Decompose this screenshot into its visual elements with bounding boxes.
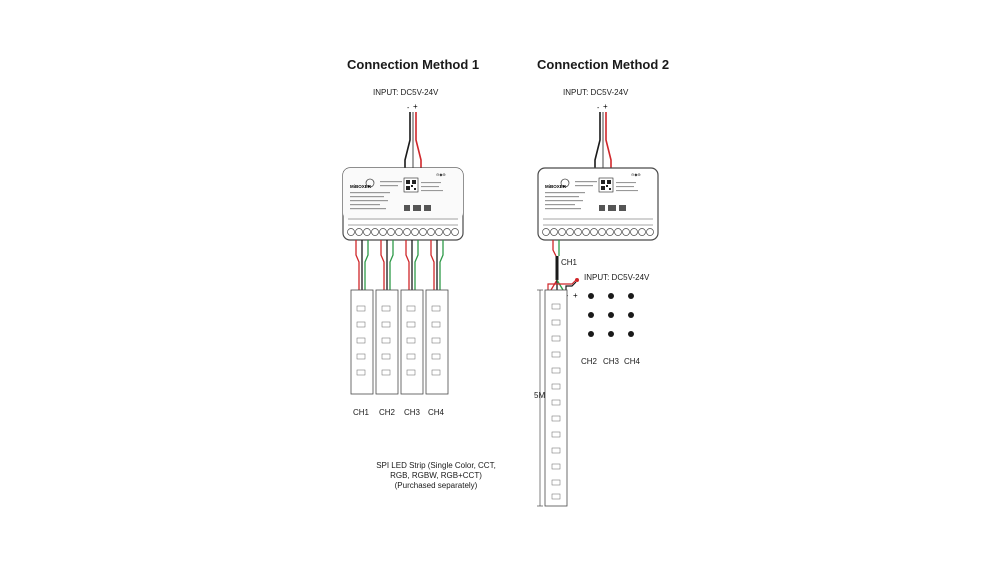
- method2-strip-leds: [551, 303, 561, 500]
- method2-power-wires: [594, 112, 612, 168]
- method1-title: Connection Method 1: [347, 57, 480, 72]
- method2-channel-label: CH3: [603, 357, 620, 366]
- strip-note-line2: RGB, RGBW, RGB+CCT): [390, 471, 482, 480]
- strip-note-line1: SPI LED Strip (Single Color, CCT,: [376, 461, 496, 470]
- method1-power-minus: -: [407, 105, 410, 112]
- method2-ch1-wire: [550, 240, 564, 291]
- method2-power-plus: +: [603, 102, 608, 111]
- method2-unused-channel-dots: [588, 293, 634, 337]
- method2-strip-minus: -: [566, 293, 569, 300]
- method2-ch1-label: CH1: [561, 258, 578, 267]
- svg-text:⊖◆⊕: ⊖◆⊕: [436, 172, 446, 177]
- method2-strip-input-label: INPUT: DC5V-24V: [584, 273, 650, 282]
- method2-strip-power-wire: [547, 279, 577, 290]
- method2-power-minus: -: [597, 105, 600, 112]
- method2-power-dot: [575, 278, 579, 282]
- method1-controller: MiBOXER ⊖◆⊕: [342, 167, 464, 241]
- method2-strip-plus: +: [573, 291, 578, 300]
- method2-length-label: 5M: [534, 391, 546, 400]
- method1-channel-label: CH3: [404, 408, 421, 417]
- method1-channel-wires: [355, 240, 444, 290]
- method2-controller: MiBOXER ⊖◆⊕: [537, 167, 659, 241]
- method2-brand: MiBOXER: [545, 184, 567, 189]
- method1-channel-label: CH2: [379, 408, 396, 417]
- method1-power-plus: +: [413, 102, 418, 111]
- method2-channel-label: CH4: [624, 357, 641, 366]
- method2-input-label: INPUT: DC5V-24V: [563, 88, 629, 97]
- method2-long-strip: [537, 289, 568, 507]
- method1-channel-label: CH1: [353, 408, 370, 417]
- strip-note-line3: (Purchased separately): [394, 481, 478, 490]
- method1-strips: [350, 289, 449, 395]
- method1-input-label: INPUT: DC5V-24V: [373, 88, 439, 97]
- svg-text:⊖◆⊕: ⊖◆⊕: [631, 172, 641, 177]
- strip-note: SPI LED Strip (Single Color, CCT, RGB, R…: [368, 461, 504, 491]
- method1-strip-leds: [356, 305, 441, 376]
- method1-power-wires: [404, 112, 422, 168]
- method1-channel-label: CH4: [428, 408, 445, 417]
- method1-brand: MiBOXER: [350, 184, 372, 189]
- method2-channel-label: CH2: [581, 357, 598, 366]
- method2-title: Connection Method 2: [537, 57, 670, 72]
